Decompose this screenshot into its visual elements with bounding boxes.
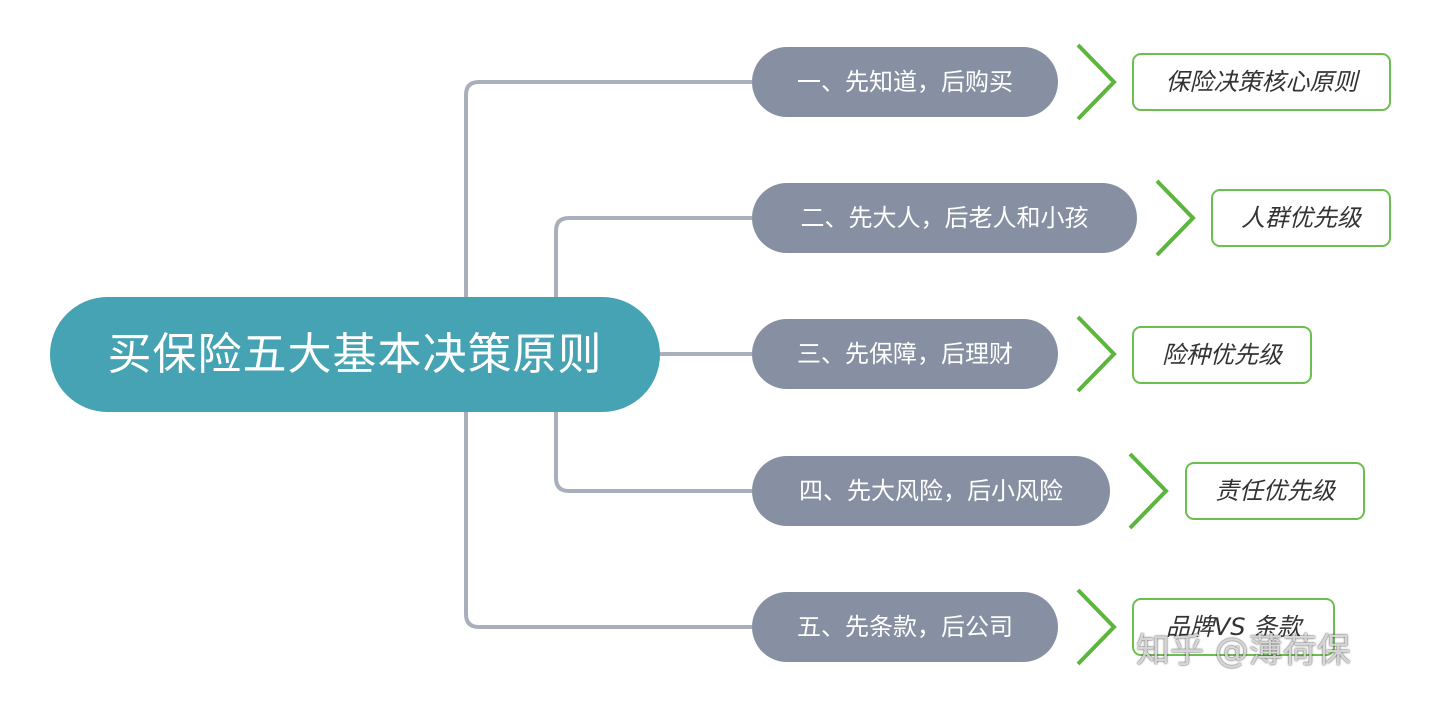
connector-branch-5 <box>464 412 752 629</box>
central-topic: 买保险五大基本决策原则 <box>50 297 660 412</box>
chevron-right-icon <box>1076 588 1117 666</box>
branch-node-5: 五、先条款，后公司 <box>752 592 1058 662</box>
tag-node-4: 责任优先级 <box>1185 462 1365 520</box>
branch-node-2: 二、先大人，后老人和小孩 <box>752 183 1137 253</box>
chevron-right-icon <box>1128 452 1169 530</box>
chevron-right-icon <box>1155 179 1196 257</box>
connector-branch-4 <box>554 412 752 493</box>
chevron-right-icon <box>1076 315 1117 393</box>
branch-node-1: 一、先知道，后购买 <box>752 47 1058 117</box>
tag-node-3: 险种优先级 <box>1132 326 1312 384</box>
tag-node-2: 人群优先级 <box>1211 189 1391 247</box>
tag-node-5: 品牌VS 条款 <box>1132 598 1335 656</box>
connector-branch-2 <box>554 216 752 297</box>
tag-node-1: 保险决策核心原则 <box>1132 53 1391 111</box>
connector-branch-1 <box>464 80 752 297</box>
chevron-right-icon <box>1076 43 1117 121</box>
branch-node-4: 四、先大风险，后小风险 <box>752 456 1110 526</box>
watermark: 知乎 @薄荷保 <box>1136 631 1351 671</box>
branch-node-3: 三、先保障，后理财 <box>752 319 1058 389</box>
